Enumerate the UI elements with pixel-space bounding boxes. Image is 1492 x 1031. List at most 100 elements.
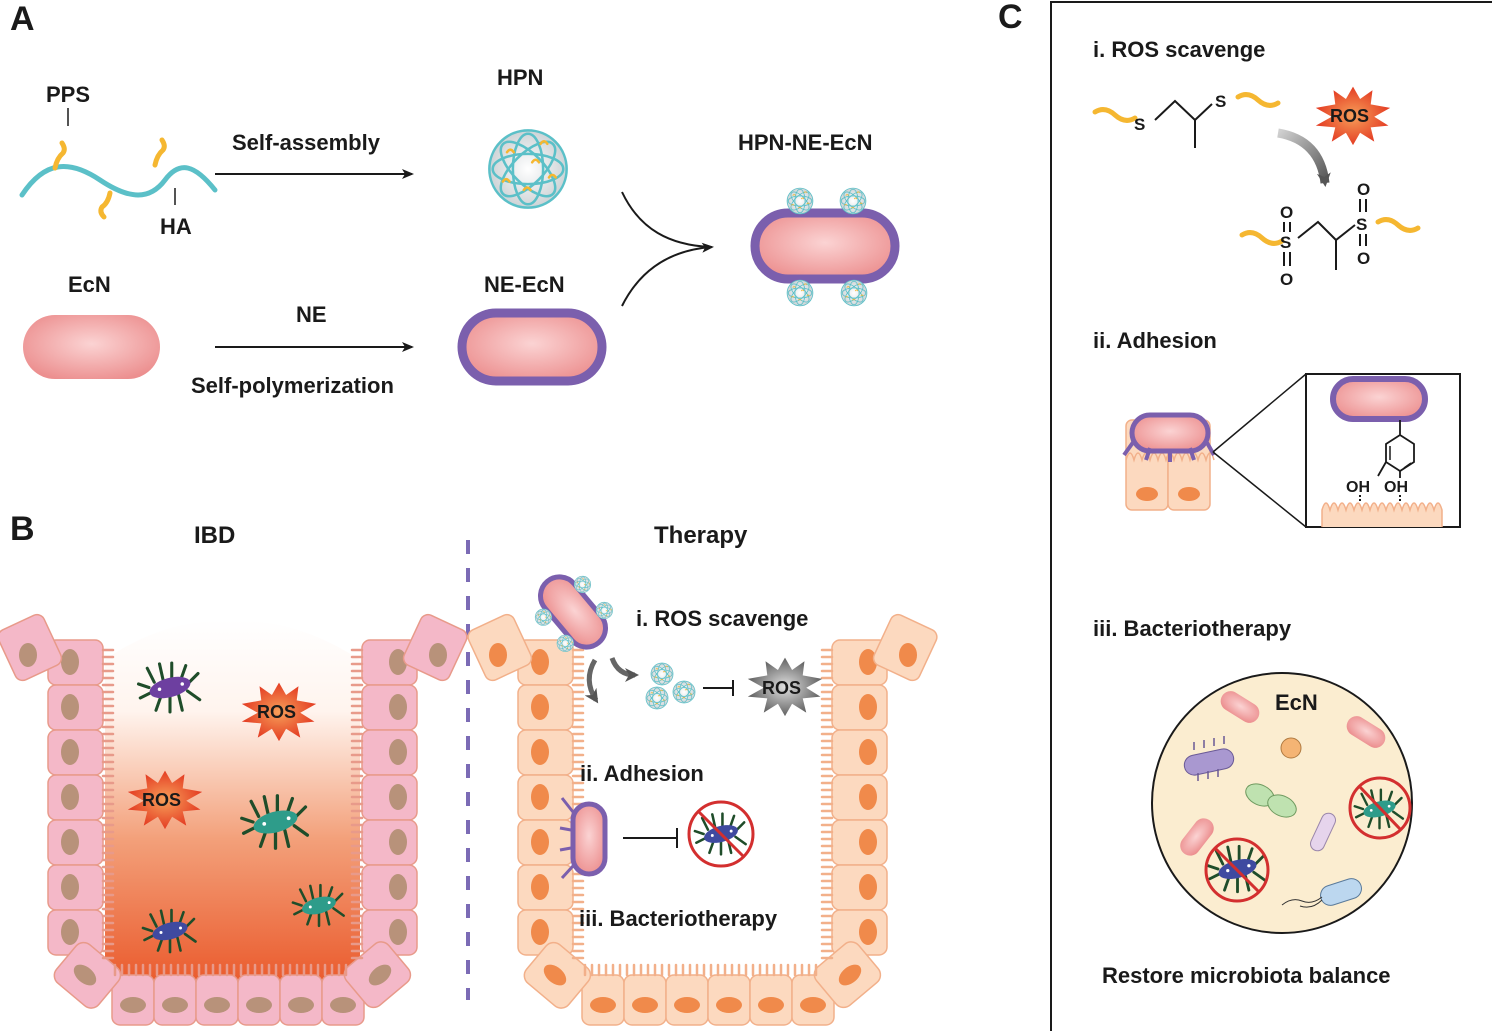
svg-text:O: O	[1280, 270, 1293, 289]
merge-arrow-bottom	[621, 242, 714, 307]
ecn-label: EcN	[68, 272, 111, 297]
cell-nucleus	[120, 997, 146, 1013]
adhesion-small-illustration	[1122, 412, 1216, 511]
ecn-bacterium-icon	[1346, 716, 1386, 748]
svg-text:O: O	[1357, 249, 1370, 268]
cell-nucleus	[859, 649, 877, 675]
ros-label: ROS	[142, 790, 181, 810]
inhibit-symbol	[623, 828, 678, 848]
cell-nucleus	[859, 694, 877, 720]
commensal-bacterium-icon	[1183, 736, 1235, 781]
cell-nucleus	[838, 964, 862, 986]
svg-text:O: O	[1357, 180, 1370, 199]
hpn-ne-ecn-label: HPN-NE-EcN	[738, 130, 872, 155]
cell-nucleus	[674, 997, 700, 1013]
svg-text:S: S	[1280, 233, 1291, 252]
svg-text:S: S	[1356, 215, 1367, 234]
cell-nucleus	[389, 649, 407, 675]
cell-nucleus	[61, 694, 79, 720]
cell-nucleus	[531, 739, 549, 765]
conclusion-label: Restore microbiota balance	[1102, 963, 1391, 988]
merge-arrow-top	[621, 191, 711, 248]
cell-nucleus	[61, 784, 79, 810]
self-polymerization-label: Self-polymerization	[191, 373, 394, 398]
microvilli	[571, 648, 834, 977]
svg-text:O: O	[1280, 203, 1293, 222]
cell-nucleus	[531, 874, 549, 900]
cell-nucleus	[859, 919, 877, 945]
cell-nucleus	[531, 919, 549, 945]
ros-label: ROS	[762, 678, 801, 698]
commensal-bacterium-icon	[1281, 878, 1362, 908]
zoom-lines	[1212, 373, 1307, 528]
cell-nucleus	[389, 874, 407, 900]
ibd-crypt	[0, 613, 468, 1026]
ne-label: NE	[296, 302, 327, 327]
therapy-epithelial-cells	[467, 613, 938, 1026]
oh-label: OH	[1384, 479, 1408, 496]
cell-nucleus	[389, 829, 407, 855]
cell-nucleus	[590, 997, 616, 1013]
cell-nucleus	[543, 964, 567, 986]
ros-label: ROS	[1330, 106, 1369, 126]
blocked-pathogen-icon	[687, 800, 755, 868]
cell-nucleus	[899, 643, 917, 667]
self-assembly-label: Self-assembly	[232, 130, 381, 155]
cell-nucleus	[859, 874, 877, 900]
coccus-icon	[1280, 737, 1302, 759]
cell-nucleus	[531, 784, 549, 810]
step-ii-label: ii. Adhesion	[580, 761, 704, 786]
adhered-ne-ecn-icon	[559, 797, 608, 880]
commensal-bacterium-icon	[1310, 812, 1336, 852]
cell-nucleus	[716, 997, 742, 1013]
therapy-crypt	[467, 613, 938, 1026]
cell-nucleus	[389, 784, 407, 810]
hpn-ne-ecn-icon	[531, 572, 617, 656]
cell-nucleus	[531, 694, 549, 720]
release-arrow	[584, 658, 599, 704]
microbiota-circle: EcN	[1151, 672, 1413, 934]
ibd-title: IBD	[194, 522, 235, 549]
ecn-bacterium-icon	[1220, 691, 1260, 723]
panel-a-label: A	[10, 0, 35, 38]
ha-pps-polymer	[19, 108, 218, 220]
commensal-bacterium-icon	[1245, 783, 1297, 818]
cell-nucleus	[800, 997, 826, 1013]
panel-a: A PPS HA Self-assembly HPN EcN NE Self-p…	[10, 0, 900, 398]
svg-text:S: S	[1134, 115, 1145, 134]
section-i-title: i. ROS scavenge	[1093, 37, 1265, 62]
oh-label: OH	[1346, 479, 1370, 496]
cell-nucleus	[859, 739, 877, 765]
step-i-label: i. ROS scavenge	[636, 606, 808, 631]
release-arrow	[609, 657, 639, 682]
cell-nucleus	[61, 919, 79, 945]
inhibit-symbol	[703, 680, 734, 696]
step-iii-label: iii. Bacteriotherapy	[579, 906, 778, 931]
cell-nucleus	[531, 649, 549, 675]
panel-c: C i. ROS scavenge S S ROS S O O S O O	[998, 0, 1492, 1031]
panel-b: B IBD Therapy ROS ROS i. ROS scaven	[0, 510, 938, 1026]
hpn-nanoparticle-icon	[488, 129, 568, 209]
cell-nucleus	[632, 997, 658, 1013]
catechol-adhesion-detail: OH OH	[1321, 376, 1443, 527]
ecn-bacterium-icon	[23, 315, 160, 379]
hpn-nanoparticle-icon	[645, 686, 669, 710]
panel-c-frame	[1050, 1, 1492, 1031]
cell-nucleus	[429, 643, 447, 667]
ros-label: ROS	[257, 702, 296, 722]
hpn-nanoparticle-icon	[650, 662, 674, 686]
cell-nucleus	[389, 694, 407, 720]
pps-label: PPS	[46, 82, 90, 107]
cell-nucleus	[389, 739, 407, 765]
cell-nucleus	[758, 997, 784, 1013]
ibd-epithelial-cells	[0, 613, 468, 1026]
therapy-title: Therapy	[654, 522, 748, 549]
panel-b-label: B	[10, 510, 35, 548]
cell-nucleus	[246, 997, 272, 1013]
pps-thioether-structure: S S	[1092, 92, 1281, 148]
hpn-label: HPN	[497, 65, 543, 90]
cell-nucleus	[61, 874, 79, 900]
sulfone-structure: S O O S O O	[1239, 180, 1421, 289]
ne-ecn-bacterium-icon	[457, 308, 607, 386]
